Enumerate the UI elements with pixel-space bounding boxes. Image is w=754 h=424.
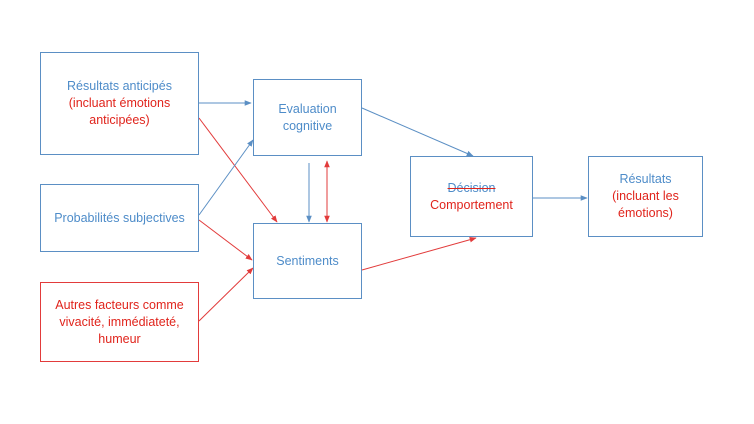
node-resultats: Résultats (incluant les émotions) — [588, 156, 703, 237]
arrow-probabilites-to-sentiments — [198, 219, 253, 261]
arrow-probabilites-to-evaluation — [198, 139, 254, 216]
node-sentiments: Sentiments — [253, 223, 362, 299]
node-label: Comportement — [430, 197, 513, 212]
node-label: cognitive — [282, 118, 333, 133]
node-resultats-anticipes: Résultats anticipés (incluant émotions a… — [40, 52, 199, 155]
node-label: Résultats — [619, 172, 672, 186]
node-label: humeur — [98, 331, 141, 346]
arrow-autres-facteurs-to-sentiments — [198, 267, 254, 322]
node-label: Probabilités subjectives — [54, 210, 185, 225]
node-evaluation-cognitive: Evaluation cognitive — [253, 79, 362, 156]
node-label: Résultats anticipés — [67, 79, 172, 93]
arrow-sentiments-to-decision — [361, 237, 477, 271]
node-decision-comportement: Décision Comportement — [410, 156, 533, 237]
node-probabilites-subjectives: Probabilités subjectives — [40, 184, 199, 252]
node-label: (incluant les — [612, 189, 679, 203]
node-label: (incluant émotions — [68, 96, 171, 110]
node-label: Evaluation — [278, 101, 337, 116]
node-label: Autres facteurs comme — [55, 297, 184, 312]
node-label: anticipées) — [89, 113, 150, 127]
arrow-evaluation-to-decision — [361, 107, 474, 157]
node-label: émotions) — [618, 206, 673, 220]
node-label: vivacité, immédiateté, — [59, 314, 180, 329]
node-label-struck: Décision — [447, 180, 496, 195]
arrow-resultats-anticipes-to-sentiments — [198, 117, 278, 223]
node-autres-facteurs: Autres facteurs comme vivacité, immédiat… — [40, 282, 199, 362]
node-label: Sentiments — [276, 253, 339, 268]
